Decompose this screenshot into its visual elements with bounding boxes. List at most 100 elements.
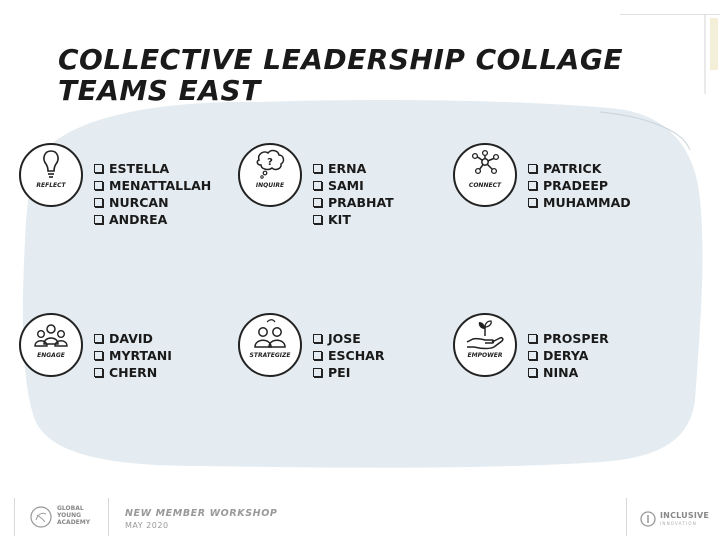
checkbox[interactable] [313, 334, 322, 343]
member-item[interactable]: PEI [313, 364, 384, 381]
inclusive-innovation-logo-icon [640, 511, 656, 527]
member-item[interactable]: MENATTALLAH [94, 177, 211, 194]
checkbox[interactable] [313, 215, 322, 224]
checkbox[interactable] [94, 334, 103, 343]
logo-line: ACADEMY [57, 519, 91, 526]
logo-line: GLOBAL [57, 505, 84, 512]
member-item[interactable]: NURCAN [94, 194, 211, 211]
inquire-badge: ? INQUIRE [237, 142, 303, 208]
member-name: CHERN [109, 365, 158, 380]
member-item[interactable]: DAVID [94, 330, 172, 347]
strategize-label: STRATEGIZE [249, 352, 291, 359]
member-item[interactable]: SAMI [313, 177, 394, 194]
member-item[interactable]: PATRICK [528, 160, 631, 177]
checkbox[interactable] [94, 164, 103, 173]
member-name: DAVID [109, 331, 153, 346]
member-item[interactable]: ESCHAR [313, 347, 384, 364]
workshop-date: MAY 2020 [125, 521, 169, 530]
member-name: ESTELLA [109, 161, 170, 176]
inclusive-innovation-subtitle: INNOVATION [660, 521, 697, 526]
member-item[interactable]: PROSPER [528, 330, 609, 347]
member-name: PROSPER [543, 331, 609, 346]
workshop-title: NEW MEMBER WORKSHOP [125, 508, 278, 519]
member-name: ESCHAR [328, 348, 385, 363]
hand-with-plant-icon [453, 313, 517, 377]
member-name: NINA [543, 365, 579, 380]
engage-badge: ENGAGE [18, 312, 84, 378]
page-title: COLLECTIVE LEADERSHIP COLLAGE TEAMS EAST [58, 44, 623, 106]
lightbulb-icon [19, 143, 83, 207]
checkbox[interactable] [528, 351, 537, 360]
checkbox[interactable] [94, 181, 103, 190]
member-name: DERYA [543, 348, 589, 363]
member-item[interactable]: PRABHAT [313, 194, 394, 211]
member-name: PATRICK [543, 161, 602, 176]
checkbox[interactable] [528, 334, 537, 343]
checkbox[interactable] [94, 368, 103, 377]
member-item[interactable]: ANDREA [94, 211, 211, 228]
title-line-2: TEAMS EAST [58, 74, 261, 107]
team-strategize: STRATEGIZE JOSE ESCHAR PEI [237, 312, 442, 392]
member-item[interactable]: CHERN [94, 364, 172, 381]
member-item[interactable]: KIT [313, 211, 394, 228]
checkbox[interactable] [313, 368, 322, 377]
title-line-1: COLLECTIVE LEADERSHIP COLLAGE [58, 43, 623, 76]
member-list: ESTELLA MENATTALLAH NURCAN ANDREA [94, 160, 211, 228]
checkbox[interactable] [94, 198, 103, 207]
checkbox[interactable] [528, 198, 537, 207]
logo-line: YOUNG [57, 512, 82, 519]
member-item[interactable]: DERYA [528, 347, 609, 364]
member-name: ERNA [328, 161, 367, 176]
team-inquire: ? INQUIRE ERNA SAMI PRABHAT KIT [237, 142, 442, 227]
member-list: ERNA SAMI PRABHAT KIT [313, 160, 394, 228]
two-people-icon [238, 313, 302, 377]
engage-label: ENGAGE [37, 352, 65, 359]
member-name: PRADEEP [543, 178, 609, 193]
member-item[interactable]: MUHAMMAD [528, 194, 631, 211]
reflect-badge: REFLECT [18, 142, 84, 208]
inquire-label: INQUIRE [255, 182, 285, 189]
member-list: PROSPER DERYA NINA [528, 330, 609, 381]
team-reflect: REFLECT ESTELLA MENATTALLAH NURCAN ANDRE… [18, 142, 223, 227]
network-nodes-icon [453, 143, 517, 207]
footer-divider [626, 498, 627, 536]
checkbox[interactable] [313, 181, 322, 190]
member-list: PATRICK PRADEEP MUHAMMAD [528, 160, 631, 211]
member-item[interactable]: MYRTANI [94, 347, 172, 364]
member-name: KIT [328, 212, 351, 227]
member-name: MENATTALLAH [109, 178, 212, 193]
member-list: JOSE ESCHAR PEI [313, 330, 384, 381]
member-name: SAMI [328, 178, 364, 193]
footer-divider [108, 498, 109, 536]
thought-bubble-icon: ? [238, 143, 302, 207]
page-corner-decoration [620, 14, 720, 94]
member-name: NURCAN [109, 195, 169, 210]
footer: GLOBAL YOUNG ACADEMY NEW MEMBER WORKSHOP… [0, 490, 720, 540]
checkbox[interactable] [94, 351, 103, 360]
member-item[interactable]: ESTELLA [94, 160, 211, 177]
global-young-academy-text: GLOBAL YOUNG ACADEMY [57, 505, 90, 526]
member-item[interactable]: ERNA [313, 160, 394, 177]
member-name: JOSE [328, 331, 361, 346]
global-young-academy-logo-icon [30, 506, 52, 528]
reflect-label: REFLECT [36, 182, 66, 189]
checkbox[interactable] [313, 198, 322, 207]
connect-label: CONNECT [468, 182, 502, 189]
checkbox[interactable] [528, 368, 537, 377]
checkbox[interactable] [94, 215, 103, 224]
checkbox[interactable] [313, 351, 322, 360]
team-engage: ENGAGE DAVID MYRTANI CHERN [18, 312, 223, 392]
connect-badge: CONNECT [452, 142, 518, 208]
member-list: DAVID MYRTANI CHERN [94, 330, 172, 381]
member-item[interactable]: NINA [528, 364, 609, 381]
checkbox[interactable] [528, 181, 537, 190]
checkbox[interactable] [313, 164, 322, 173]
member-name: PRABHAT [328, 195, 394, 210]
member-item[interactable]: JOSE [313, 330, 384, 347]
checkbox[interactable] [528, 164, 537, 173]
member-item[interactable]: PRADEEP [528, 177, 631, 194]
strategize-badge: STRATEGIZE [237, 312, 303, 378]
member-name: ANDREA [109, 212, 168, 227]
empower-badge: EMPOWER [452, 312, 518, 378]
team-empower: EMPOWER PROSPER DERYA NINA [452, 312, 657, 392]
